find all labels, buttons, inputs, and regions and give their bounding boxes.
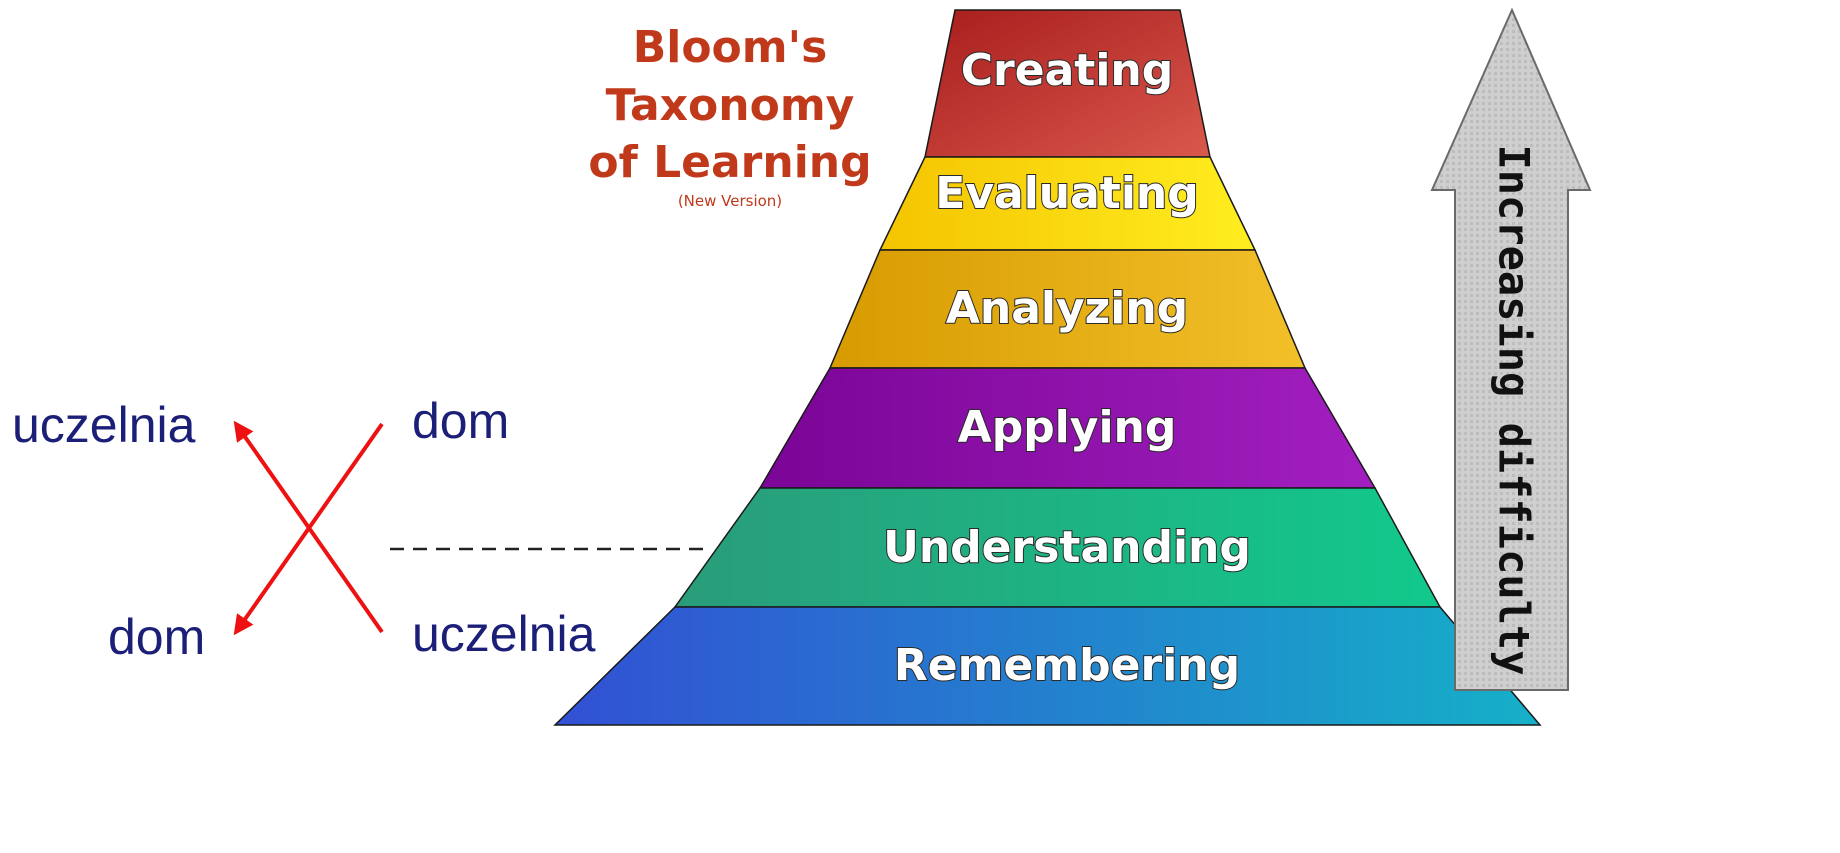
title-line-2: Taxonomy [606, 80, 855, 131]
bloom-title: Bloom's Taxonomy of Learning (New Versio… [588, 22, 871, 210]
level-remembering-band [553, 606, 1542, 726]
title-line-3: of Learning [588, 137, 871, 188]
difficulty-arrow: Increasing difficulty [1430, 7, 1592, 691]
label-bottom-right: uczelnia [412, 606, 596, 662]
title-line-1: Bloom's [633, 22, 828, 73]
difficulty-arrow-label: Increasing difficulty [1490, 144, 1539, 675]
label-top-right: dom [412, 393, 509, 449]
label-top-left: uczelnia [12, 397, 196, 453]
cross-arrows [233, 420, 384, 636]
level-applying-label: Applying [958, 402, 1177, 453]
level-evaluating-label: Evaluating [935, 168, 1198, 219]
level-understanding-label: Understanding [883, 522, 1251, 573]
label-bottom-left: dom [108, 609, 205, 665]
level-creating-label: Creating [961, 45, 1173, 96]
arrow-to-bottom-left [233, 422, 384, 636]
difficulty-arrow-shape [1430, 7, 1592, 691]
level-analyzing-label: Analyzing [946, 283, 1188, 334]
level-remembering-label: Remembering [894, 640, 1240, 691]
title-subtitle: (New Version) [678, 192, 782, 210]
pyramid: Creating Evaluating Analyzing Applying U… [553, 9, 1542, 726]
